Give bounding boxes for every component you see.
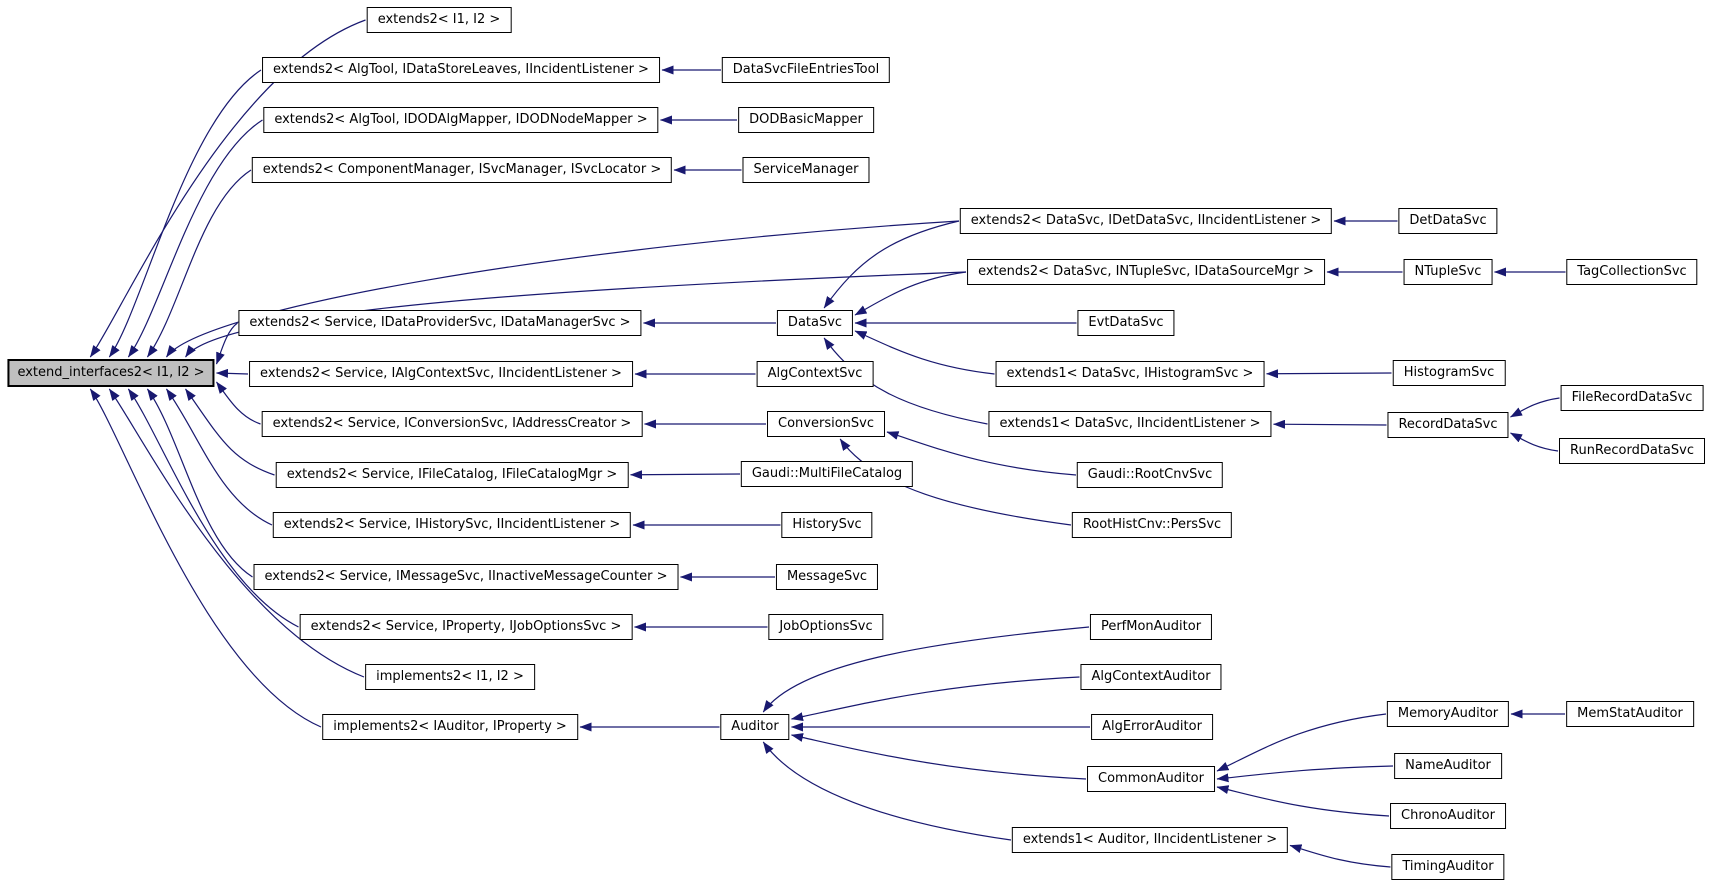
- class-node-extends2-service-ialgcontextsvc-iincidentlistener[interactable]: extends2< Service, IAlgContextSvc, IInci…: [249, 361, 633, 387]
- class-node-dodbasicmapper[interactable]: DODBasicMapper: [738, 107, 874, 133]
- class-node-extends1-auditor-iincidentlistener[interactable]: extends1< Auditor, IIncidentListener >: [1011, 827, 1289, 853]
- inheritance-edge-extends1-datasvc-ihistogramsvc-to-datasvc: [854, 330, 995, 375]
- class-node-datasvcfileentriestool[interactable]: DataSvcFileEntriesTool: [721, 57, 891, 83]
- inheritance-edge-extends2-datasvc-intuplesvc-idatasourcemgr-to-extend-interfaces2: [185, 271, 967, 358]
- class-node-detdatasvc[interactable]: DetDataSvc: [1398, 208, 1498, 234]
- inheritance-edge-extends2-datasvc-idetdatasvc-iincidentlistener-to-datasvc: [823, 220, 960, 309]
- class-node-filerecorddatasvc[interactable]: FileRecordDataSvc: [1560, 385, 1704, 411]
- class-node-recorddatasvc[interactable]: RecordDataSvc: [1387, 412, 1509, 438]
- class-node-extends2-i1-i2[interactable]: extends2< I1, I2 >: [366, 7, 512, 33]
- class-node-auditor[interactable]: Auditor: [720, 714, 790, 740]
- class-node-chronoauditor[interactable]: ChronoAuditor: [1390, 803, 1506, 829]
- class-node-extends1-datasvc-ihistogramsvc[interactable]: extends1< DataSvc, IHistogramSvc >: [995, 361, 1265, 387]
- class-node-commonauditor[interactable]: CommonAuditor: [1087, 766, 1215, 792]
- class-node-gaudi-rootcnvsvc[interactable]: Gaudi::RootCnvSvc: [1076, 462, 1224, 488]
- inheritance-edge-extends1-datasvc-iincidentlistener-to-datasvc: [823, 337, 988, 425]
- focus-class-node-extend-interfaces2[interactable]: extend_interfaces2< I1, I2 >: [7, 359, 215, 387]
- class-node-tagcollectionsvc[interactable]: TagCollectionSvc: [1566, 259, 1698, 285]
- class-node-messagesvc[interactable]: MessageSvc: [775, 564, 879, 590]
- class-node-timingauditor[interactable]: TimingAuditor: [1391, 854, 1505, 880]
- class-node-gaudi-multifilecatalog[interactable]: Gaudi::MultiFileCatalog: [740, 461, 914, 487]
- inheritance-edge-extends2-service-idataprovidersvc-idatamanagersvc-to-extend-interfaces2: [215, 322, 238, 365]
- inheritance-edge-filerecorddatasvc-to-recorddatasvc: [1510, 397, 1560, 418]
- inheritance-edge-extends2-i1-i2-to-extend-interfaces2: [89, 19, 366, 358]
- inheritance-edge-extends2-componentmanager-isvcmanager-isvclocator-to-extend-interfaces2: [146, 169, 252, 358]
- inheritance-edge-perfmonauditor-to-auditor: [762, 626, 1090, 713]
- class-node-extends2-service-iconversionsvc-iaddresscreator[interactable]: extends2< Service, IConversionSvc, IAddr…: [261, 411, 643, 437]
- class-node-evtdatasvc[interactable]: EvtDataSvc: [1077, 310, 1175, 336]
- class-node-extends2-service-ifilecatalog-ifilecatalogmgr[interactable]: extends2< Service, IFileCatalog, IFileCa…: [275, 462, 629, 488]
- class-node-extends2-service-imessagesvc-iinactivemessagecounter[interactable]: extends2< Service, IMessageSvc, IInactiv…: [253, 564, 679, 590]
- class-node-extends2-datasvc-idetdatasvc-iincidentlistener[interactable]: extends2< DataSvc, IDetDataSvc, IInciden…: [959, 208, 1333, 234]
- class-node-histogramsvc[interactable]: HistogramSvc: [1392, 360, 1506, 386]
- class-node-extends2-algtool-idodalgmapper-idodnodemapper[interactable]: extends2< AlgTool, IDODAlgMapper, IDODNo…: [263, 107, 659, 133]
- class-node-nameauditor[interactable]: NameAuditor: [1394, 753, 1502, 779]
- inheritance-edge-extends2-service-ifilecatalog-ifilecatalogmgr-to-extend-interfaces2: [185, 388, 275, 476]
- inheritance-edge-extends2-datasvc-intuplesvc-idatasourcemgr-to-datasvc: [854, 271, 967, 316]
- class-node-datasvc[interactable]: DataSvc: [776, 310, 854, 336]
- class-node-memstatauditor[interactable]: MemStatAuditor: [1566, 701, 1694, 727]
- class-node-extends2-componentmanager-isvcmanager-isvclocator[interactable]: extends2< ComponentManager, ISvcManager,…: [251, 157, 673, 183]
- inheritance-edge-extends2-datasvc-idetdatasvc-iincidentlistener-to-extend-interfaces2: [165, 220, 960, 358]
- class-node-memoryauditor[interactable]: MemoryAuditor: [1386, 701, 1510, 727]
- class-node-extends2-service-ihistorysvc-iincidentlistener[interactable]: extends2< Service, IHistorySvc, IInciden…: [272, 512, 632, 538]
- inheritance-edge-implements2-iauditor-iproperty-to-extend-interfaces2: [89, 388, 322, 728]
- inheritance-edge-gaudi-rootcnvsvc-to-conversionsvc: [886, 431, 1077, 476]
- class-node-algerrorauditor[interactable]: AlgErrorAuditor: [1091, 714, 1213, 740]
- inheritance-edge-histogramsvc-to-extends1-datasvc-ihistogramsvc: [1266, 369, 1392, 379]
- class-node-conversionsvc[interactable]: ConversionSvc: [767, 411, 885, 437]
- inheritance-edge-roothistcnv-perssvc-to-conversionsvc: [839, 438, 1072, 526]
- inheritance-edge-extends2-service-ialgcontextsvc-iincidentlistener-to-extend-interfaces2: [216, 368, 249, 378]
- class-node-roothistcnv-perssvc[interactable]: RootHistCnv::PersSvc: [1071, 512, 1233, 538]
- inheritance-edge-extends2-service-ihistorysvc-iincidentlistener-to-extend-interfaces2: [165, 388, 273, 526]
- inheritance-edge-timingauditor-to-extends1-auditor-iincidentlistener: [1289, 844, 1391, 868]
- class-node-ntuplesvc[interactable]: NTupleSvc: [1403, 259, 1493, 285]
- inheritance-edge-runrecorddatasvc-to-recorddatasvc: [1510, 432, 1559, 452]
- inheritance-edge-implements2-i1-i2-to-extend-interfaces2: [108, 388, 365, 678]
- inheritance-edges: [89, 19, 1566, 868]
- class-node-extends2-datasvc-intuplesvc-idatasourcemgr[interactable]: extends2< DataSvc, INTupleSvc, IDataSour…: [967, 259, 1325, 285]
- inheritance-edge-gaudi-multifilecatalog-to-extends2-service-ifilecatalog-ifilecatalogmgr: [630, 470, 741, 480]
- inheritance-edge-recorddatasvc-to-extends1-datasvc-iincidentlistener: [1273, 419, 1387, 429]
- inheritance-edge-extends1-auditor-iincidentlistener-to-auditor: [762, 741, 1012, 841]
- inheritance-edge-extends2-service-imessagesvc-iinactivemessagecounter-to-extend-interfaces2: [146, 388, 253, 578]
- class-node-extends2-service-idataprovidersvc-idatamanagersvc[interactable]: extends2< Service, IDataProviderSvc, IDa…: [238, 310, 642, 336]
- inheritance-edge-algcontextauditor-to-auditor: [791, 676, 1080, 722]
- class-node-algcontextauditor[interactable]: AlgContextAuditor: [1080, 664, 1222, 690]
- class-node-perfmonauditor[interactable]: PerfMonAuditor: [1089, 614, 1213, 640]
- class-node-extends1-datasvc-iincidentlistener[interactable]: extends1< DataSvc, IIncidentListener >: [988, 411, 1272, 437]
- class-node-implements2-iauditor-iproperty[interactable]: implements2< IAuditor, IProperty >: [322, 714, 578, 740]
- class-node-runrecorddatasvc[interactable]: RunRecordDataSvc: [1559, 438, 1705, 464]
- inheritance-edge-extends2-algtool-idodalgmapper-idodnodemapper-to-extend-interfaces2: [127, 119, 263, 358]
- inheritance-edge-extends2-service-iconversionsvc-iaddresscreator-to-extend-interfaces2: [216, 381, 261, 425]
- inheritance-edge-chronoauditor-to-commonauditor: [1216, 785, 1390, 817]
- class-node-implements2-i1-i2[interactable]: implements2< I1, I2 >: [365, 664, 535, 690]
- inheritance-edge-extends2-algtool-idatastoreleaves-iincidentlistener-to-extend-interfaces2: [108, 69, 262, 358]
- class-node-joboptionssvc[interactable]: JobOptionsSvc: [768, 614, 884, 640]
- class-node-algcontextsvc[interactable]: AlgContextSvc: [756, 361, 874, 387]
- class-node-servicemanager[interactable]: ServiceManager: [742, 157, 870, 183]
- inheritance-edge-memoryauditor-to-commonauditor: [1216, 713, 1387, 772]
- class-node-historysvc[interactable]: HistorySvc: [781, 512, 873, 538]
- class-node-extends2-service-iproperty-ijoboptionssvc[interactable]: extends2< Service, IProperty, IJobOption…: [299, 614, 633, 640]
- class-node-extends2-algtool-idatastoreleaves-iincidentlistener[interactable]: extends2< AlgTool, IDataStoreLeaves, IIn…: [262, 57, 660, 83]
- inheritance-edge-nameauditor-to-commonauditor: [1216, 765, 1394, 783]
- inheritance-edge-commonauditor-to-auditor: [791, 733, 1087, 780]
- inheritance-edge-extends2-service-iproperty-ijoboptionssvc-to-extend-interfaces2: [127, 388, 299, 628]
